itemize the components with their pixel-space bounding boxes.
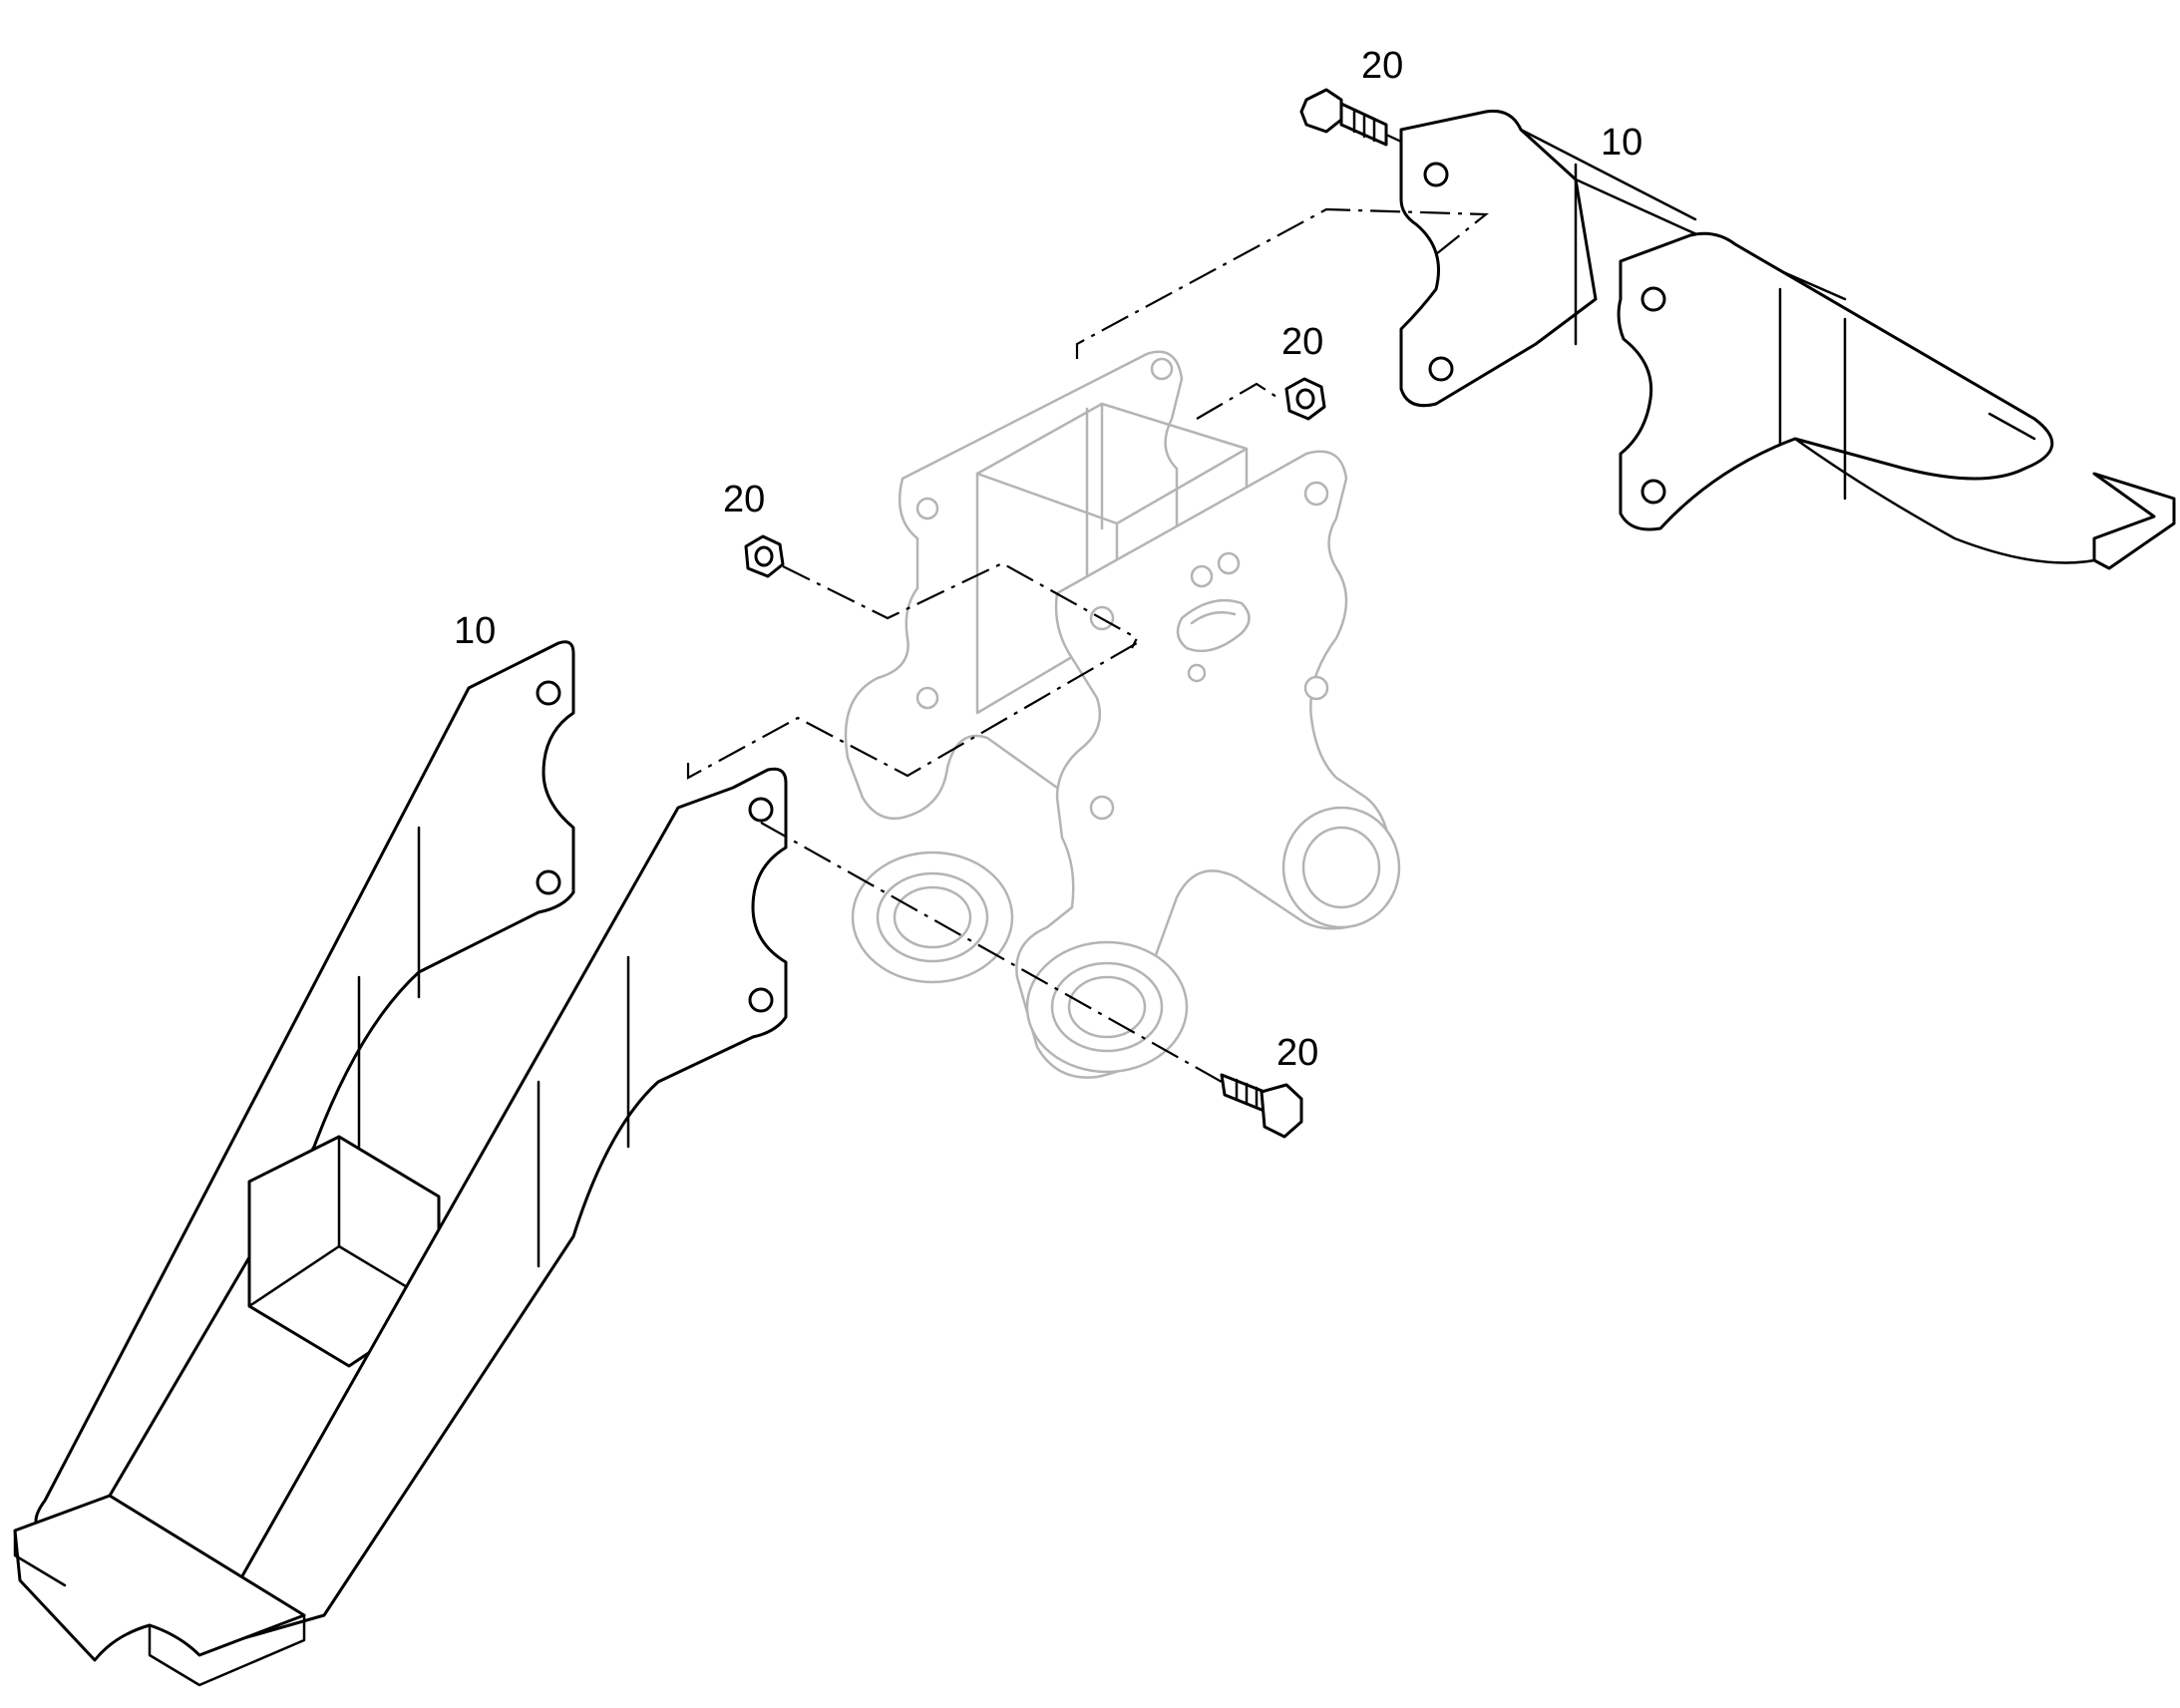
upper-bolt [1299,88,1388,147]
assembly-lines [686,134,1490,1083]
callout-bolt-lower: 20 [1276,1032,1318,1074]
upper-bracket [1399,109,2176,570]
callout-nut-upper: 20 [1281,321,1323,363]
mount-bracket-ghost [844,350,1401,1079]
upper-nut [1284,377,1326,421]
callout-nut-left: 20 [723,479,765,520]
callout-bolt-upper: 20 [1361,45,1403,87]
callout-bracket-lower: 10 [454,610,496,652]
left-nut [744,534,785,578]
lower-bracket [13,640,788,1687]
callout-bracket-upper: 10 [1601,122,1642,164]
lower-bolt [1220,1073,1303,1139]
